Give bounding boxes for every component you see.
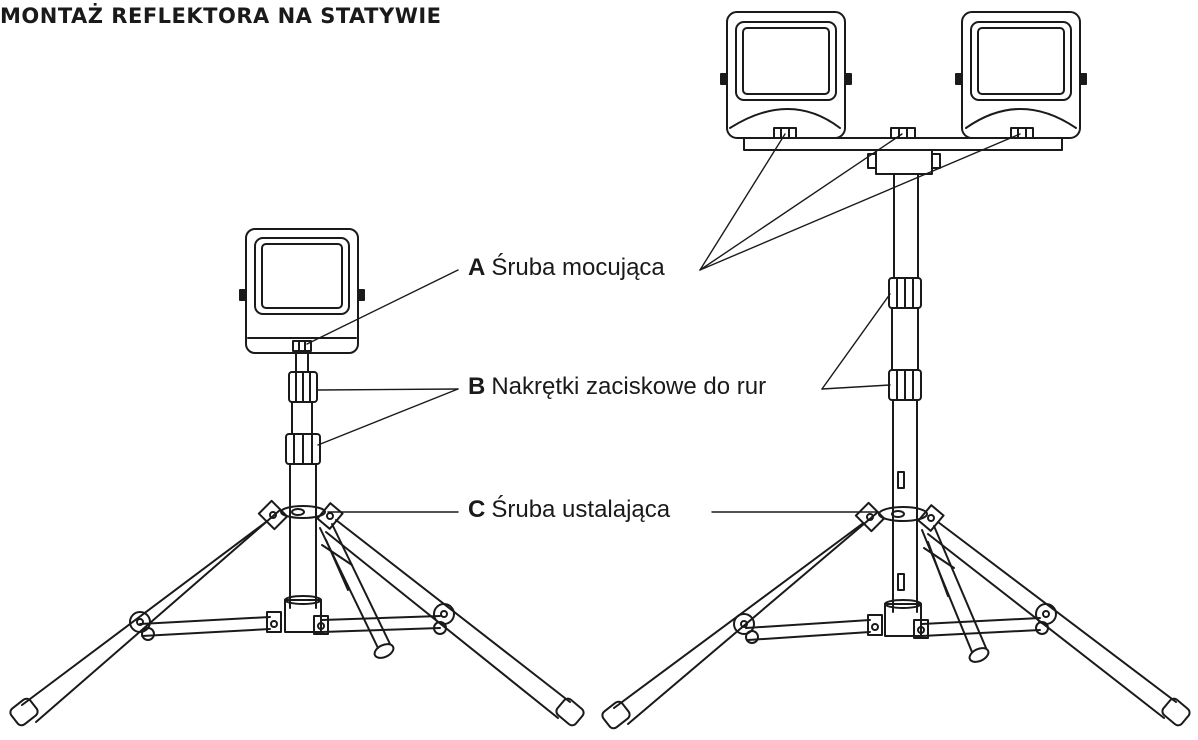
label-b-letter: B [468, 373, 486, 400]
double-light-tripod [601, 11, 1191, 730]
page-title: MONTAŻ REFLEKTORA NA STATYWIE [0, 4, 442, 28]
clamp-nut-right-1 [888, 277, 922, 309]
label-b-text: Nakrętki zaciskowe do rur [491, 373, 767, 400]
label-c-letter: C [468, 496, 486, 523]
label-c-text: Śruba ustalająca [491, 496, 671, 523]
floodlight-left [239, 228, 365, 354]
label-a-letter: A [468, 254, 486, 281]
leader-lines [306, 133, 1021, 513]
clamp-nut-2 [285, 433, 321, 465]
clamp-nut-right-2 [888, 369, 922, 401]
floodlight-right-2 [955, 11, 1087, 139]
floodlight-right-1 [720, 11, 852, 139]
single-light-tripod [9, 228, 585, 727]
label-a-text: Śruba mocująca [491, 254, 665, 281]
clamp-nut-1 [288, 371, 318, 403]
